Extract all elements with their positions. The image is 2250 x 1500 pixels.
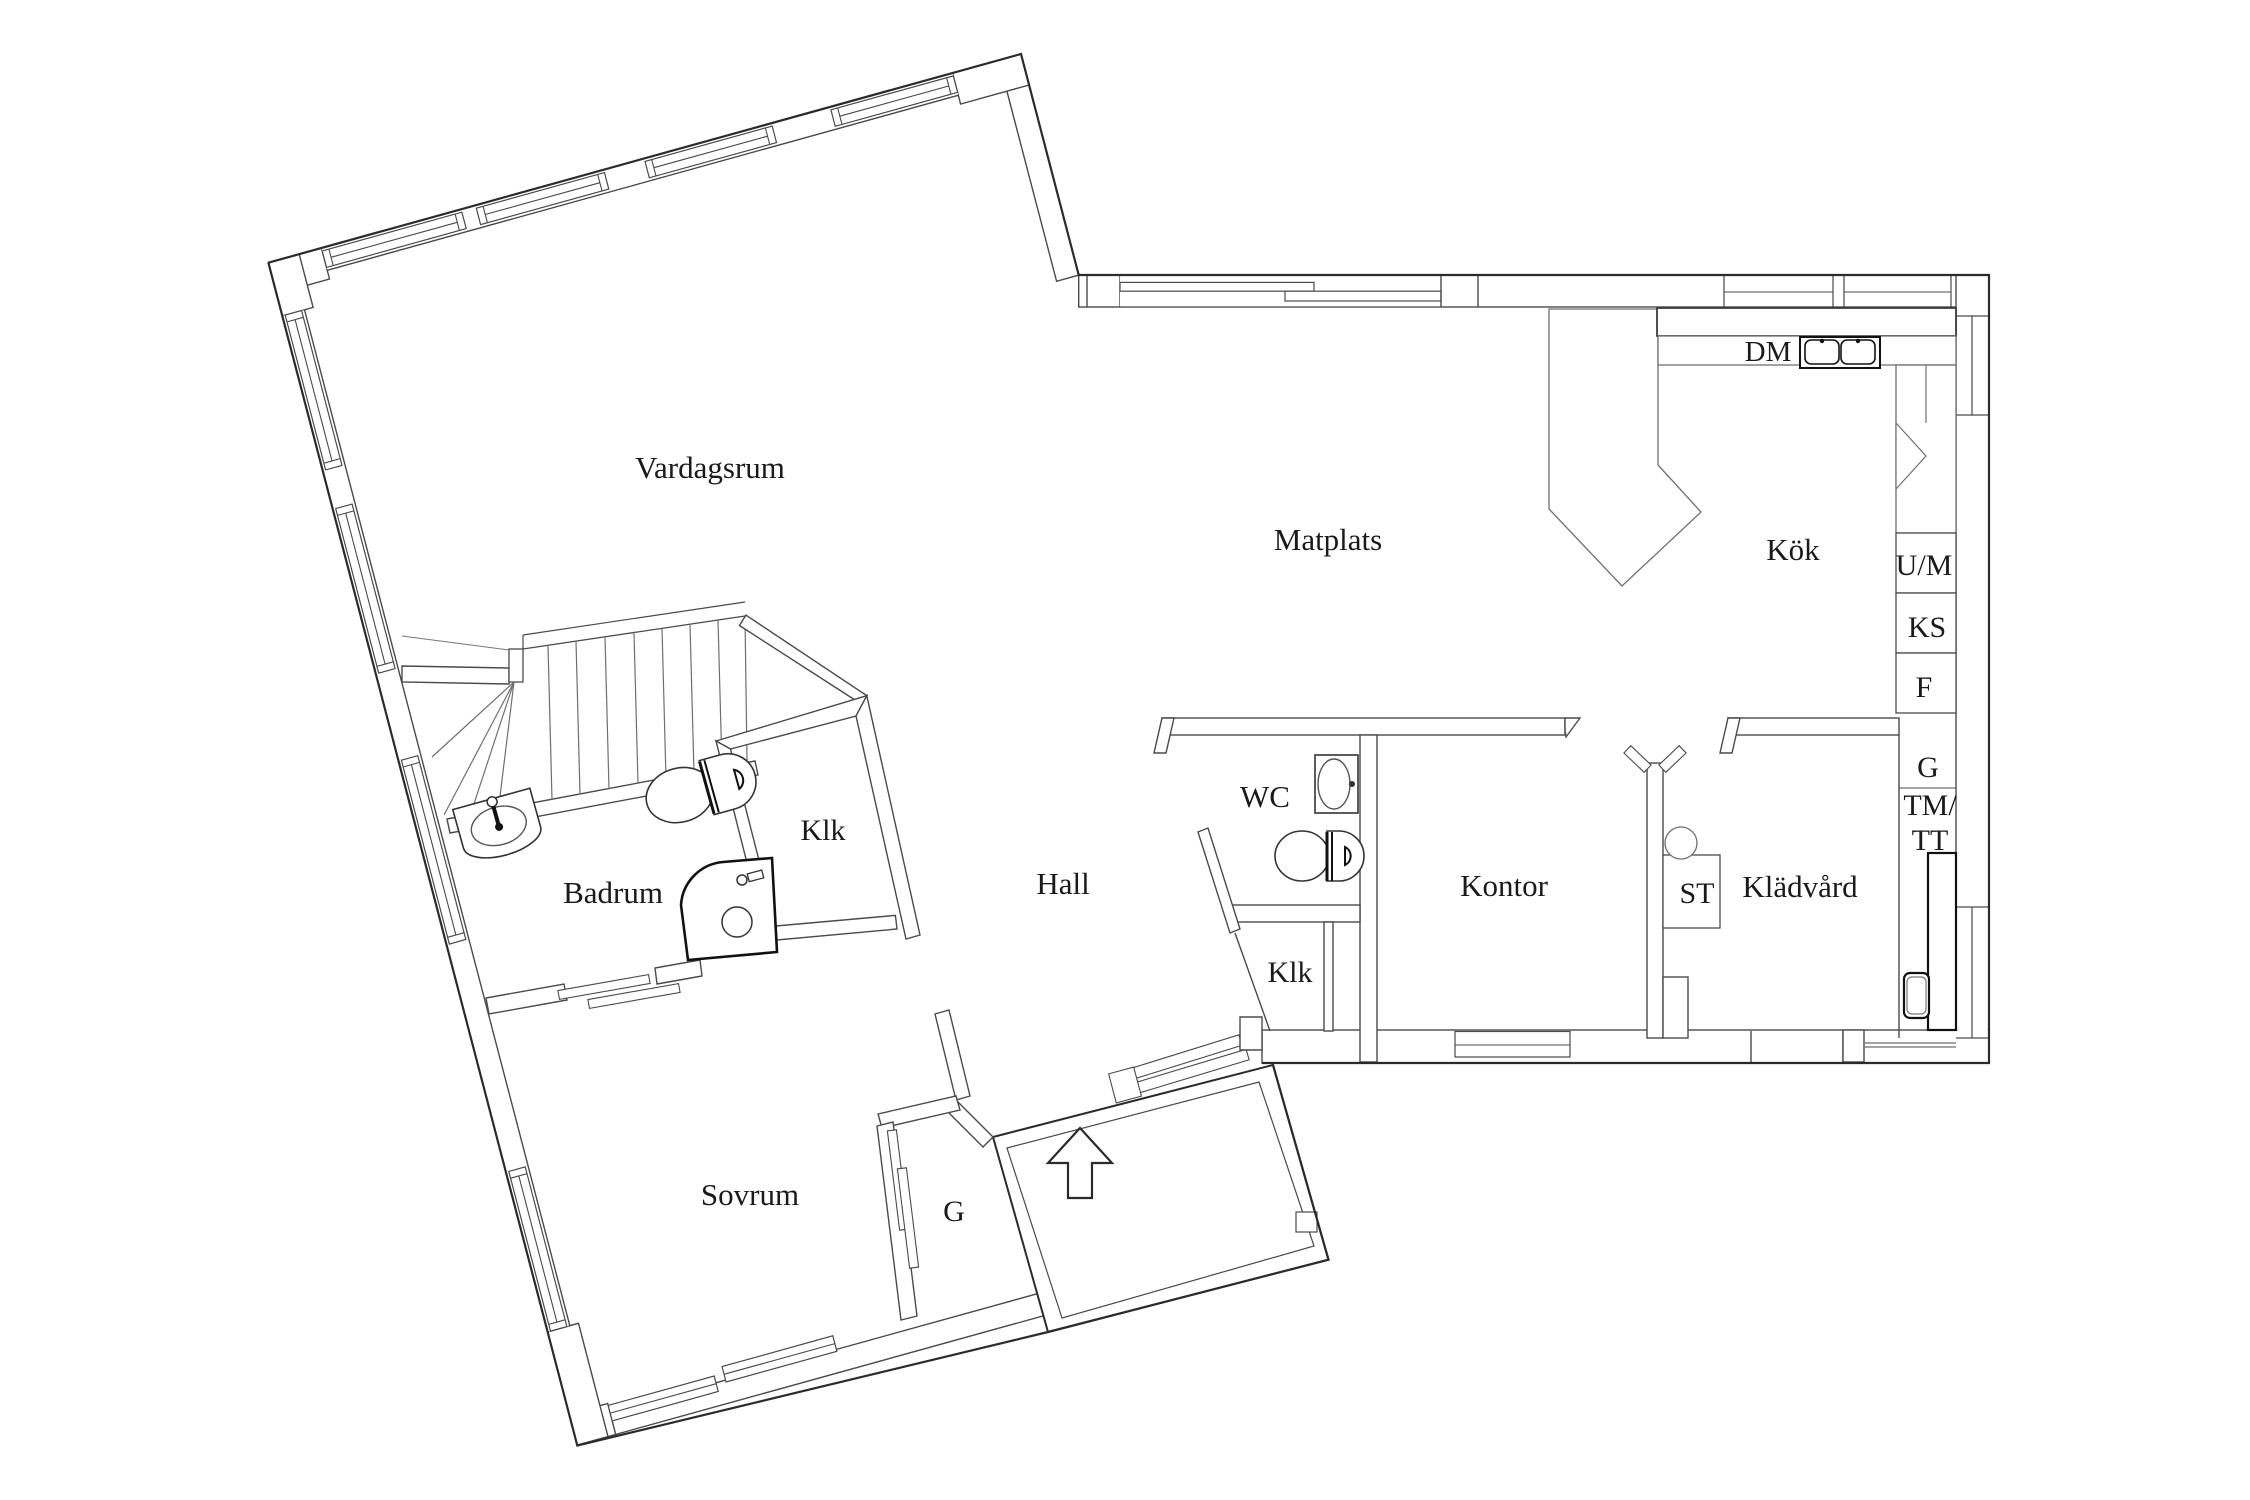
svg-text:U/M: U/M xyxy=(1896,549,1953,582)
svg-text:TT: TT xyxy=(1912,824,1949,857)
svg-text:Vardagsrum: Vardagsrum xyxy=(635,450,785,485)
svg-text:F: F xyxy=(1916,671,1933,704)
svg-text:TM/: TM/ xyxy=(1903,789,1957,822)
svg-text:G: G xyxy=(1917,751,1939,784)
svg-text:DM: DM xyxy=(1745,336,1792,368)
svg-text:Hall: Hall xyxy=(1036,866,1089,901)
svg-text:Badrum: Badrum xyxy=(563,875,663,910)
svg-text:Klk: Klk xyxy=(1268,956,1313,989)
svg-text:Sovrum: Sovrum xyxy=(701,1177,799,1212)
svg-text:Kök: Kök xyxy=(1766,532,1820,567)
svg-text:Klädvård: Klädvård xyxy=(1742,869,1858,904)
svg-text:Kontor: Kontor xyxy=(1460,868,1549,903)
svg-text:KS: KS xyxy=(1908,611,1946,644)
svg-text:WC: WC xyxy=(1240,779,1290,814)
svg-text:Klk: Klk xyxy=(801,814,846,847)
svg-text:Matplats: Matplats xyxy=(1274,522,1383,557)
svg-text:G: G xyxy=(943,1195,965,1228)
svg-text:ST: ST xyxy=(1679,877,1714,910)
